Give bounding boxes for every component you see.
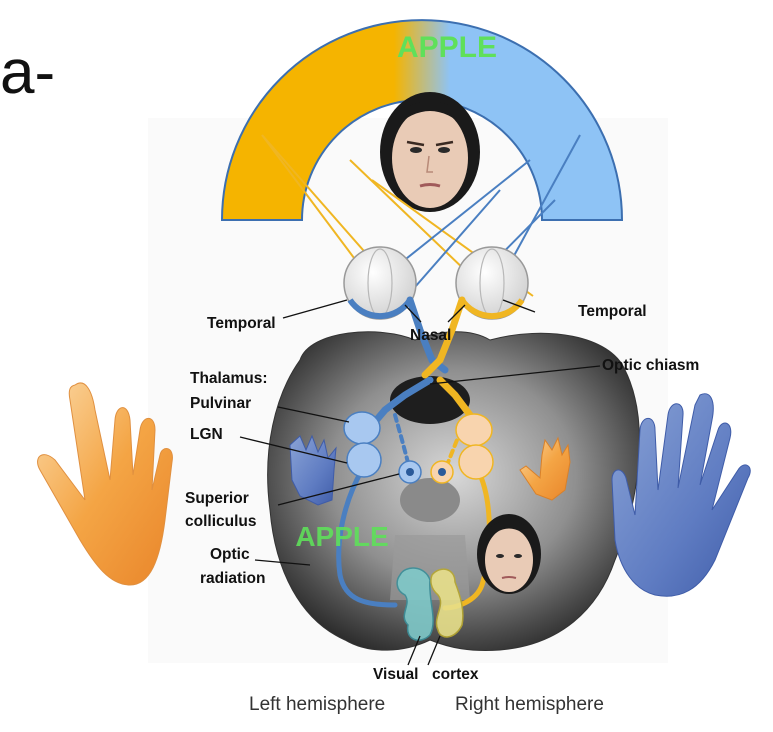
visual-field-word: APPLE (397, 31, 497, 64)
label-colliculus: colliculus (185, 513, 257, 530)
right-superior-colliculus (431, 461, 453, 483)
panel-letter: a- (0, 42, 55, 104)
right-pulvinar (456, 414, 492, 446)
label-temporal-left: Temporal (207, 315, 276, 332)
brain-word: APPLE (295, 521, 388, 552)
left-lgn (347, 443, 381, 477)
label-pulvinar: Pulvinar (190, 395, 251, 412)
left-pulvinar (344, 412, 380, 444)
left-hemisphere-label: Left hemisphere (249, 694, 385, 716)
left-eye (344, 247, 416, 319)
label-nasal: Nasal (410, 327, 451, 344)
label-cortex: cortex (432, 666, 479, 683)
right-eye (456, 247, 528, 319)
right-lgn (459, 445, 493, 479)
label-temporal-right: Temporal (578, 303, 647, 320)
right-hemisphere-label: Right hemisphere (455, 694, 604, 716)
label-visual: Visual (373, 666, 418, 683)
left-superior-colliculus (399, 461, 421, 483)
label-optic: Optic (210, 546, 250, 563)
label-lgn: LGN (190, 426, 223, 443)
label-optic-chiasm: Optic chiasm (602, 357, 699, 374)
label-radiation: radiation (200, 570, 265, 587)
label-thalamus: Thalamus: (190, 370, 268, 387)
label-superior: Superior (185, 490, 249, 507)
face-image-bottom (477, 514, 541, 594)
face-image-top (380, 92, 480, 212)
